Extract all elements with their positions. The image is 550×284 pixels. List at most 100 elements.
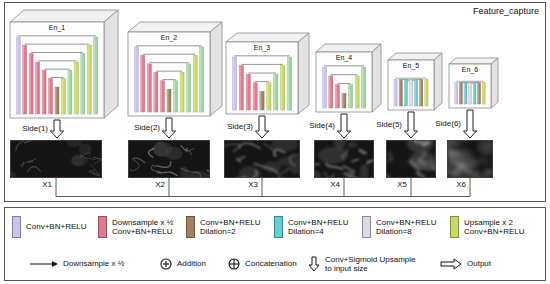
skip-line: [255, 81, 269, 82]
side-label: Side(5): [376, 121, 402, 130]
layer-bar: [415, 80, 418, 106]
cube-side: [372, 44, 381, 112]
map-texture: [80, 154, 95, 160]
skip-line: [25, 44, 90, 45]
encoder-label: En_3: [226, 44, 298, 52]
fusion-line: [411, 178, 412, 197]
hollow-arrow: [441, 259, 461, 269]
layer-bar-highlight: [141, 55, 142, 112]
cube-top: [449, 58, 498, 64]
layer-bar-highlight: [200, 47, 201, 112]
legend-symbol: [160, 258, 172, 270]
side-output-arrow: [51, 120, 64, 138]
layer-bar: [322, 67, 326, 108]
legend-swatch: [186, 216, 195, 238]
map-texture: [473, 160, 489, 165]
fusion-line: [470, 178, 471, 197]
side-output-map: X2: [128, 140, 210, 178]
layer-bar-highlight: [260, 91, 261, 110]
map-texture: [447, 140, 453, 147]
layer-bar-highlight: [193, 55, 194, 112]
map-texture: [239, 143, 260, 148]
encoder-cube: [388, 53, 442, 110]
encoder-block: En_6: [449, 64, 491, 108]
legend-item: Conv+BN+RELU: [12, 214, 94, 240]
encoder-cube: [10, 10, 118, 118]
map-blob: [478, 140, 493, 155]
skip-line: [143, 54, 195, 55]
map-texture: [157, 172, 178, 176]
map-texture: [419, 152, 425, 164]
layer-bar-highlight: [187, 64, 188, 112]
map-blob: [455, 155, 476, 171]
map-texture: [27, 167, 41, 172]
skip-line: [234, 55, 289, 56]
layer-bar: [246, 74, 250, 110]
cube-front: [449, 64, 491, 108]
cube-side: [434, 53, 442, 110]
layer-bar-highlight: [399, 80, 400, 106]
map-texture: [447, 147, 455, 154]
map-frame: [129, 141, 210, 178]
map-texture: [279, 167, 291, 174]
skip-line: [396, 78, 427, 79]
layer-bar: [399, 80, 402, 106]
skip-line: [136, 45, 201, 46]
operator-circle: [229, 259, 239, 269]
layer-bar: [260, 91, 264, 110]
layer-bar-highlight: [23, 45, 24, 114]
legend-swatch: [98, 216, 107, 238]
skip-line: [248, 73, 276, 74]
cube-side: [104, 10, 118, 118]
encoder-cube: [226, 33, 309, 114]
hollow-arrow: [309, 257, 319, 271]
side-output-arrow: [163, 118, 176, 138]
map-blob: [66, 140, 82, 147]
map-frame: [315, 141, 374, 178]
legend-item: Conv+Sigmoid Upsample to input size: [308, 252, 417, 276]
layer-bar-highlight: [459, 83, 461, 104]
side-label: Side(1): [22, 125, 48, 134]
encoder-block: En_1: [10, 22, 104, 118]
layer-bar: [160, 81, 164, 112]
layer-bar: [154, 72, 158, 112]
layer-bar: [232, 57, 236, 110]
layer-bar: [29, 54, 33, 114]
encoder-block: En_5: [388, 60, 434, 110]
layer-bar: [455, 83, 458, 104]
skip-line: [51, 77, 64, 78]
map-frame: [225, 141, 300, 178]
map-frame: [448, 141, 493, 178]
layer-bar: [187, 64, 191, 112]
layer-bar: [478, 83, 481, 104]
side-output-map: X4: [314, 140, 374, 178]
feature-map-image: [10, 140, 102, 178]
map-label: X1: [42, 181, 52, 190]
cube-top: [10, 10, 118, 22]
legend-text: Upsample x 2 Conv+BN+RELU: [464, 218, 532, 236]
module-title: Feature_capture: [473, 7, 539, 17]
map-texture: [487, 170, 493, 172]
layer-bar-highlight: [87, 45, 88, 114]
layer-bar-highlight: [415, 80, 416, 106]
layer-bar-highlight: [55, 87, 56, 114]
layer-bar-highlight: [232, 57, 233, 110]
layer-bar-highlight: [454, 83, 456, 104]
arrow-head: [52, 261, 58, 267]
legend-frame: [5, 208, 546, 281]
cube-side: [210, 22, 222, 116]
map-texture: [15, 140, 24, 150]
side-label: Side(3): [227, 123, 253, 132]
map-texture: [449, 157, 466, 166]
layer-bar-highlight: [36, 62, 37, 114]
layer-bar: [287, 57, 291, 110]
map-texture: [181, 145, 187, 150]
legend-item: Conv+BN+RELU Dilation=8: [362, 214, 444, 240]
map-texture: [274, 150, 285, 157]
layer-bar-highlight: [147, 64, 148, 112]
layer-bar-highlight: [74, 62, 75, 114]
fusion-line: [56, 178, 57, 197]
layer-bar: [342, 94, 346, 108]
side-output-map: X5: [386, 140, 436, 178]
